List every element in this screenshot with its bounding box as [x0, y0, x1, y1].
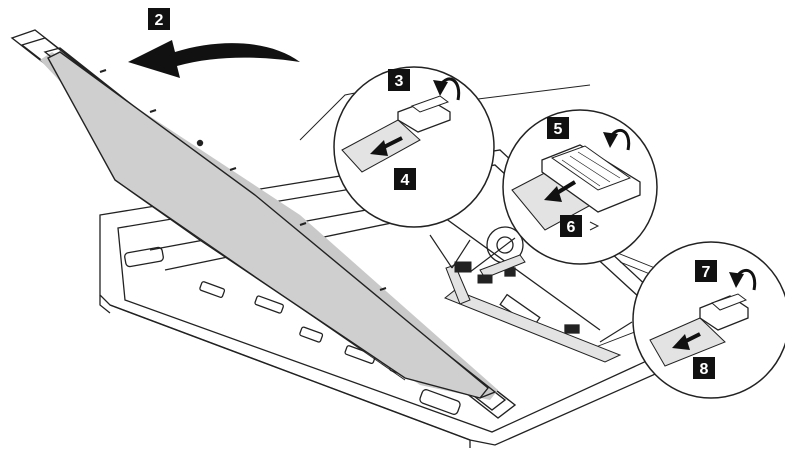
callout-circle-c: [599, 241, 785, 399]
step-label-5: 5: [554, 121, 563, 138]
callout-circle-b: [469, 109, 658, 273]
step-label-8: 8: [700, 361, 709, 378]
step-label-6: 6: [567, 219, 576, 236]
step-badge-8: 8: [693, 357, 715, 379]
step-badge-7: 7: [695, 260, 717, 282]
curl-arrow-icon: [729, 268, 757, 291]
curl-arrow-icon: [433, 77, 461, 101]
step-label-2: 2: [155, 12, 164, 29]
callout-circle-a: [333, 66, 495, 269]
step-badge-5: 5: [547, 117, 569, 139]
step-badge-2: 2: [148, 8, 170, 30]
straight-arrow-icon: [672, 332, 701, 350]
straight-arrow-icon: [370, 136, 403, 156]
step-badge-4: 4: [394, 168, 416, 190]
base-cables: [444, 254, 622, 363]
display-panel: [10, 29, 517, 419]
step-badge-3: 3: [388, 69, 410, 91]
step-label-7: 7: [702, 264, 711, 281]
step-badge-6: 6: [560, 215, 582, 237]
straight-arrow-icon: [544, 180, 577, 202]
curl-arrow-icon: [603, 128, 631, 151]
step-label-3: 3: [395, 73, 404, 90]
curved-arrow-icon: [128, 40, 300, 78]
step-label-4: 4: [401, 172, 410, 189]
